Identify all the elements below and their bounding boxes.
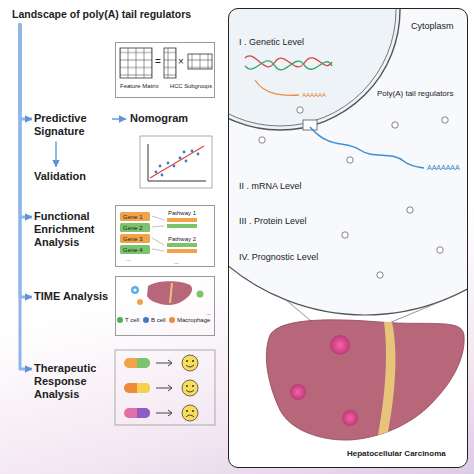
- cell-illustration: [228, 8, 468, 468]
- flow-arrow: [20, 24, 32, 369]
- step-text: Nomogram: [130, 112, 188, 125]
- box-text: ...: [126, 256, 131, 263]
- step-text: Therapeutic Response Analysis: [34, 362, 112, 402]
- flow-arrow: [55, 141, 57, 167]
- annotation-label: AAAAAAA: [427, 164, 460, 172]
- box-text: Gene 2: [123, 225, 143, 232]
- flow-arrow: [20, 24, 32, 217]
- flow-arrow: [20, 24, 32, 297]
- step-label: Validation: [34, 170, 86, 183]
- image-box: Feature Matrix HCC Subgroups: [115, 42, 215, 98]
- box-text: Cytoplasm: [411, 21, 454, 32]
- box-text: HCC Subgroups: [170, 83, 212, 90]
- immune-icon: [117, 281, 204, 323]
- box-text: B cell: [151, 317, 166, 324]
- box-text: Poly(A) tail regulators: [377, 89, 461, 99]
- box-text: ...: [174, 259, 179, 266]
- annotation-label: =: [155, 56, 161, 67]
- step-label: TIME Analysis: [34, 290, 108, 303]
- box-text: Pathway 2: [168, 236, 196, 243]
- annotation-label: ×: [178, 56, 184, 67]
- step-label: Functional Enrichment Analysis: [34, 210, 112, 250]
- box-text: Pathway 1: [168, 210, 196, 217]
- box-text: Gene 3: [123, 236, 143, 243]
- gene-pathway-icon: [120, 212, 197, 254]
- box-text: II . mRNA Level: [239, 181, 302, 192]
- step-label: Nomogram: [130, 112, 188, 125]
- box-text: Hepatocellular Carcinoma: [347, 449, 446, 459]
- step-text: TIME Analysis: [34, 290, 108, 303]
- nomogram-plot: [140, 136, 212, 188]
- step-label: Therapeutic Response Analysis: [34, 362, 112, 402]
- panel: CytoplasmPoly(A) tail regulators I . Gene…: [228, 8, 468, 468]
- box-text: I . Genetic Level: [239, 37, 304, 48]
- step-label: Predictive Signature: [34, 112, 108, 138]
- box-text: Gene 4: [123, 247, 143, 254]
- box-text: IV. Prognostic Level: [239, 252, 318, 263]
- therapy-icon: [115, 350, 215, 425]
- box-text: T cell: [125, 317, 139, 324]
- box-text: III . Protein Level: [239, 216, 307, 227]
- box-text: Macrophage: [177, 317, 210, 324]
- step-text: Validation: [34, 170, 86, 183]
- image-box: T cell B cell Macrophage...: [115, 276, 215, 336]
- box-text: ...: [206, 310, 211, 317]
- step-text: Predictive Signature: [34, 112, 108, 138]
- box-text: Gene 1: [123, 214, 143, 221]
- annotation-label: AAAAAA: [302, 92, 326, 99]
- step-text: Landscape of poly(A) tail regulators: [12, 8, 224, 21]
- matrix-icon: [120, 48, 212, 78]
- heading: Landscape of poly(A) tail regulators: [12, 8, 224, 21]
- box-text: Feature Matrix: [120, 83, 159, 90]
- flow-arrow: [20, 24, 32, 119]
- image-box: Gene 1 Gene 2 Gene 3 Gene 4... Pathway 1 Path…: [115, 205, 215, 267]
- flow-arrow: [112, 118, 126, 120]
- step-text: Functional Enrichment Analysis: [34, 210, 112, 250]
